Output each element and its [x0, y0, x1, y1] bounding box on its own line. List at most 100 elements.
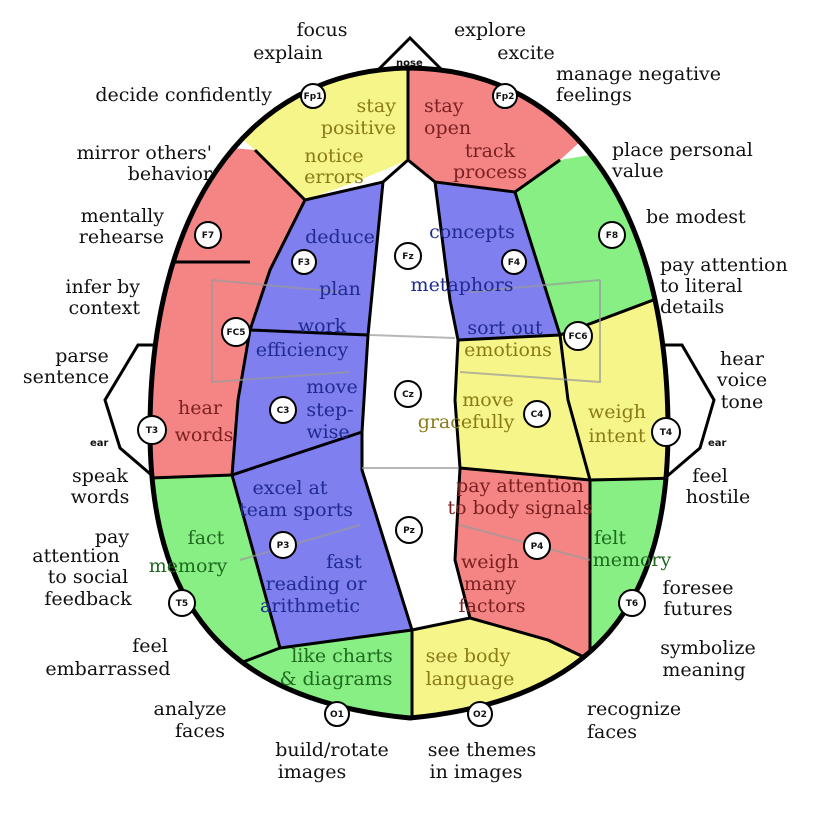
electrode-p4: P4 — [523, 532, 551, 560]
svg-text:P4: P4 — [531, 542, 544, 552]
body-signals-1: pay attention — [456, 475, 584, 497]
svg-text:FC6: FC6 — [568, 332, 587, 342]
label-manage-2: feelings — [556, 84, 632, 106]
weigh-intent-2: intent — [588, 425, 645, 447]
ear-left-label: ear — [90, 438, 109, 449]
label-speak-1: speak — [72, 465, 128, 487]
region-hear-words — [150, 262, 250, 480]
track-process-1: track — [465, 140, 516, 162]
electrodes: Fp1 Fp2 F7 F8 F3 F4 Fz FC5 FC6 T3 T4 C3 … — [137, 83, 681, 727]
electrode-t3: T3 — [137, 415, 167, 445]
label-hostile-1: feel — [692, 465, 728, 487]
electrode-t4: T4 — [651, 417, 681, 447]
electrode-t5: T5 — [168, 589, 196, 617]
label-explain: explain — [253, 42, 323, 64]
svg-text:Pz: Pz — [403, 526, 415, 536]
region-weigh-factors — [455, 468, 590, 660]
label-symbolize-1: symbolize — [660, 637, 756, 659]
body-signals-2: to body signals — [447, 497, 592, 519]
nose-shape — [376, 35, 444, 72]
label-recognize-2: faces — [587, 721, 637, 743]
like-charts-1: like charts — [291, 645, 393, 667]
hear-words-1: hear — [178, 397, 223, 419]
electrode-pz: Pz — [395, 516, 423, 544]
inner-grid — [211, 279, 601, 561]
label-embarrassed-2: embarrassed — [45, 658, 170, 680]
body-language-2: language — [426, 668, 515, 690]
efficiency-label: efficiency — [256, 339, 349, 361]
label-analyze-1: analyze — [154, 698, 227, 720]
weigh-intent-1: weigh — [588, 401, 646, 423]
label-literal-1: pay attention — [660, 254, 788, 276]
svg-text:T3: T3 — [146, 426, 158, 436]
ear-right-label: ear — [708, 438, 727, 449]
work-label: work — [298, 315, 347, 337]
fast-reading-1: fast — [326, 551, 362, 573]
electrode-p3: P3 — [269, 531, 297, 559]
svg-text:C4: C4 — [531, 410, 544, 420]
label-social-3: to social — [48, 566, 128, 588]
label-decide-confidently: decide confidently — [95, 84, 272, 106]
svg-text:C3: C3 — [277, 406, 290, 416]
electrode-c3: C3 — [269, 396, 297, 424]
svg-text:O1: O1 — [330, 710, 344, 720]
felt-memory-1: felt — [594, 527, 626, 549]
label-embarrassed-1: feel — [132, 635, 168, 657]
excel-sports-2: team sports — [239, 499, 353, 521]
label-hear-voice-2: voice — [716, 369, 767, 391]
svg-text:Fp2: Fp2 — [496, 92, 515, 102]
electrode-o2: O2 — [467, 701, 493, 727]
body-language-1: see body — [426, 645, 511, 667]
label-social-4: feedback — [44, 588, 132, 610]
stay-positive-2: positive — [321, 117, 396, 139]
label-symbolize-2: meaning — [662, 659, 745, 681]
label-be-modest: be modest — [646, 206, 746, 228]
svg-text:F8: F8 — [606, 231, 618, 241]
electrode-f4: F4 — [501, 249, 527, 275]
label-parse-1: parse — [55, 345, 109, 367]
excel-sports-1: excel at — [253, 477, 328, 499]
fast-reading-3: arithmetic — [260, 595, 360, 617]
move-stepwise-1: move — [306, 376, 357, 398]
svg-text:P3: P3 — [277, 541, 290, 551]
label-hear-voice-1: hear — [720, 348, 765, 370]
electrode-f7: F7 — [194, 221, 222, 249]
label-mirror-1: mirror others' — [77, 142, 212, 164]
electrode-o1: O1 — [324, 701, 350, 727]
felt-memory-2: memory — [593, 549, 672, 571]
concepts-label: concepts — [429, 221, 515, 243]
label-mentally-2: rehearse — [79, 226, 164, 248]
svg-text:F3: F3 — [298, 258, 310, 268]
stay-positive-1: stay — [357, 95, 397, 117]
label-focus: focus — [296, 19, 347, 41]
label-literal-2: to literal — [660, 275, 743, 297]
label-mentally-1: mentally — [81, 205, 165, 227]
svg-text:FC5: FC5 — [226, 328, 245, 338]
region-labels: stay positive notice errors stay open tr… — [149, 95, 672, 690]
electrode-cz: Cz — [394, 380, 422, 408]
fast-reading-2: reading or — [266, 573, 368, 595]
label-hear-voice-3: tone — [721, 391, 764, 413]
fact-memory-1: fact — [188, 527, 225, 549]
weigh-factors-3: factors — [459, 595, 526, 617]
label-place-1: place personal — [612, 139, 753, 161]
move-stepwise-2: step- — [306, 399, 353, 421]
like-charts-2: & diagrams — [280, 668, 393, 690]
label-parse-2: sentence — [23, 366, 109, 388]
left-ear-shape — [103, 343, 160, 480]
label-place-2: value — [611, 160, 664, 182]
electrode-fc6: FC6 — [563, 321, 593, 351]
notice-errors-2: errors — [304, 166, 364, 188]
label-literal-3: details — [660, 296, 724, 318]
region-concepts — [435, 182, 560, 340]
label-analyze-2: faces — [175, 720, 225, 742]
electrode-f3: F3 — [291, 249, 317, 275]
label-hostile-2: hostile — [686, 486, 750, 508]
hear-words-2: words — [175, 424, 234, 446]
svg-text:Cz: Cz — [402, 390, 414, 400]
electrode-fc5: FC5 — [221, 317, 251, 347]
svg-text:Fz: Fz — [402, 252, 413, 262]
label-recognize-1: recognize — [587, 698, 681, 720]
label-themes-2: in images — [430, 761, 523, 783]
